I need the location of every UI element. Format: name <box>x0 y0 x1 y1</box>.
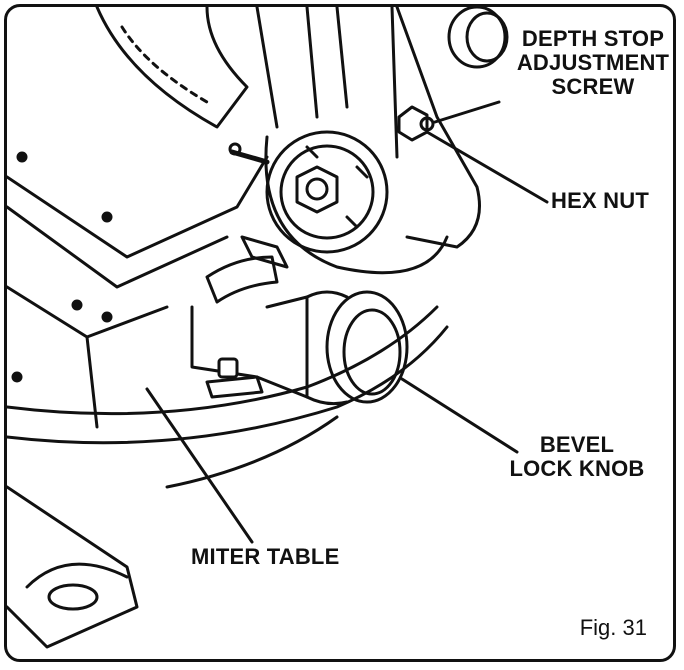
leader-depth-stop <box>433 100 501 124</box>
clamp-bolt <box>217 357 239 379</box>
pivot-hub <box>265 130 389 254</box>
leader-miter-table <box>145 387 254 544</box>
blade-guard <box>95 7 249 129</box>
pivot-bolt <box>295 165 339 214</box>
miter-table-rim <box>7 325 449 445</box>
leader-bevel-lock <box>400 377 519 454</box>
hex-nut-label: HEX NUT <box>551 188 649 213</box>
miter-saw-illustration <box>7 7 549 649</box>
bevel-lock-label: BEVEL LOCK KNOB <box>509 432 645 481</box>
bevel-scale <box>205 255 279 304</box>
leader-hex-nut <box>425 130 549 204</box>
bevel-knob <box>325 290 409 404</box>
miter-table-label: MITER TABLE <box>191 544 340 569</box>
fence <box>7 155 269 259</box>
hex-nut <box>397 105 429 142</box>
figure-frame: DEPTH STOP ADJUSTMENT SCREW HEX NUT BEVE… <box>4 4 676 662</box>
depth-stop-label: DEPTH STOP ADJUSTMENT SCREW <box>516 26 670 99</box>
saw-arm <box>255 7 279 129</box>
motor-housing <box>395 7 481 249</box>
figure-number: Fig. 31 <box>579 615 647 640</box>
miter-table-outline <box>7 305 439 416</box>
